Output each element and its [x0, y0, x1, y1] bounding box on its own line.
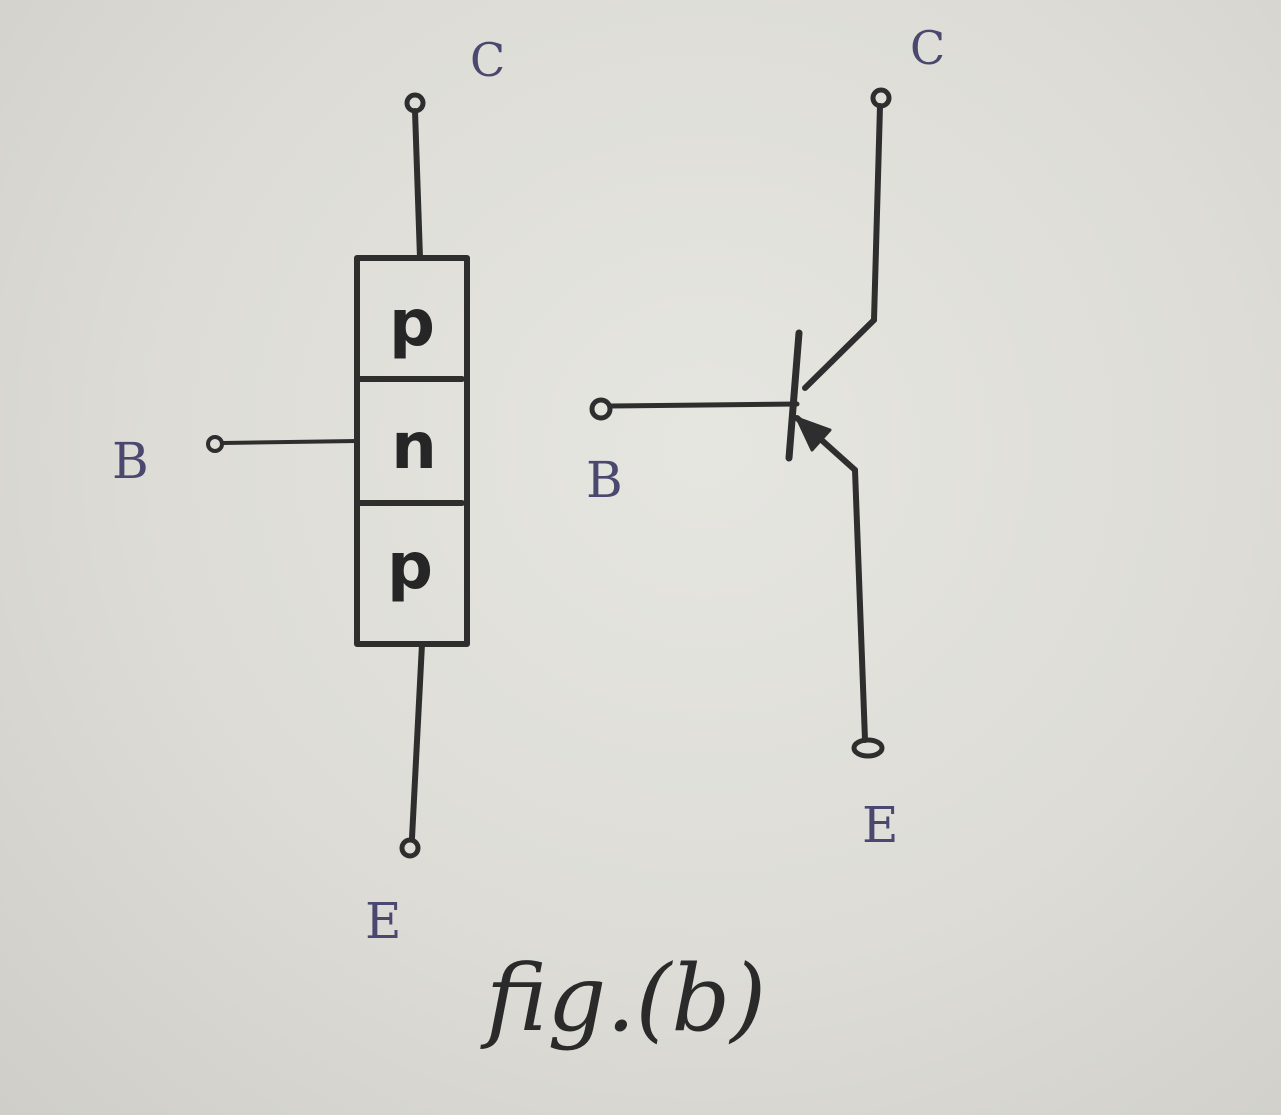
region-label-n: n	[391, 410, 437, 484]
symbol-emitter-label: E	[862, 796, 899, 854]
pn-emitter-label: E	[365, 892, 402, 950]
symbol-collector-label: C	[910, 21, 945, 75]
pnp-symbol: C B E	[586, 21, 945, 854]
collector-lead	[412, 108, 423, 261]
symbol-emitter-lead-vertical	[852, 467, 868, 743]
region-label-p-bottom: p	[387, 530, 433, 604]
pn-collector-label: C	[470, 33, 505, 87]
symbol-base-lead	[607, 401, 800, 409]
pn-base-label: B	[112, 432, 149, 490]
symbol-base-terminal	[589, 397, 613, 421]
symbol-base-bar	[785, 329, 803, 462]
symbol-collector-lead-vertical	[871, 103, 883, 323]
pnp-structure: p n p C B E	[112, 33, 505, 950]
emitter-lead	[409, 641, 425, 841]
symbol-collector-diagonal	[802, 317, 877, 391]
region-label-p-top: p	[389, 287, 435, 361]
emitter-terminal	[399, 837, 421, 859]
semiconductor-block	[354, 255, 470, 647]
base-terminal	[206, 435, 224, 453]
symbol-emitter-terminal	[851, 737, 885, 759]
figure-caption: fig.(b)	[480, 945, 766, 1052]
emitter-arrow-icon	[795, 416, 832, 452]
symbol-base-label: B	[586, 451, 623, 509]
base-lead	[221, 439, 359, 445]
